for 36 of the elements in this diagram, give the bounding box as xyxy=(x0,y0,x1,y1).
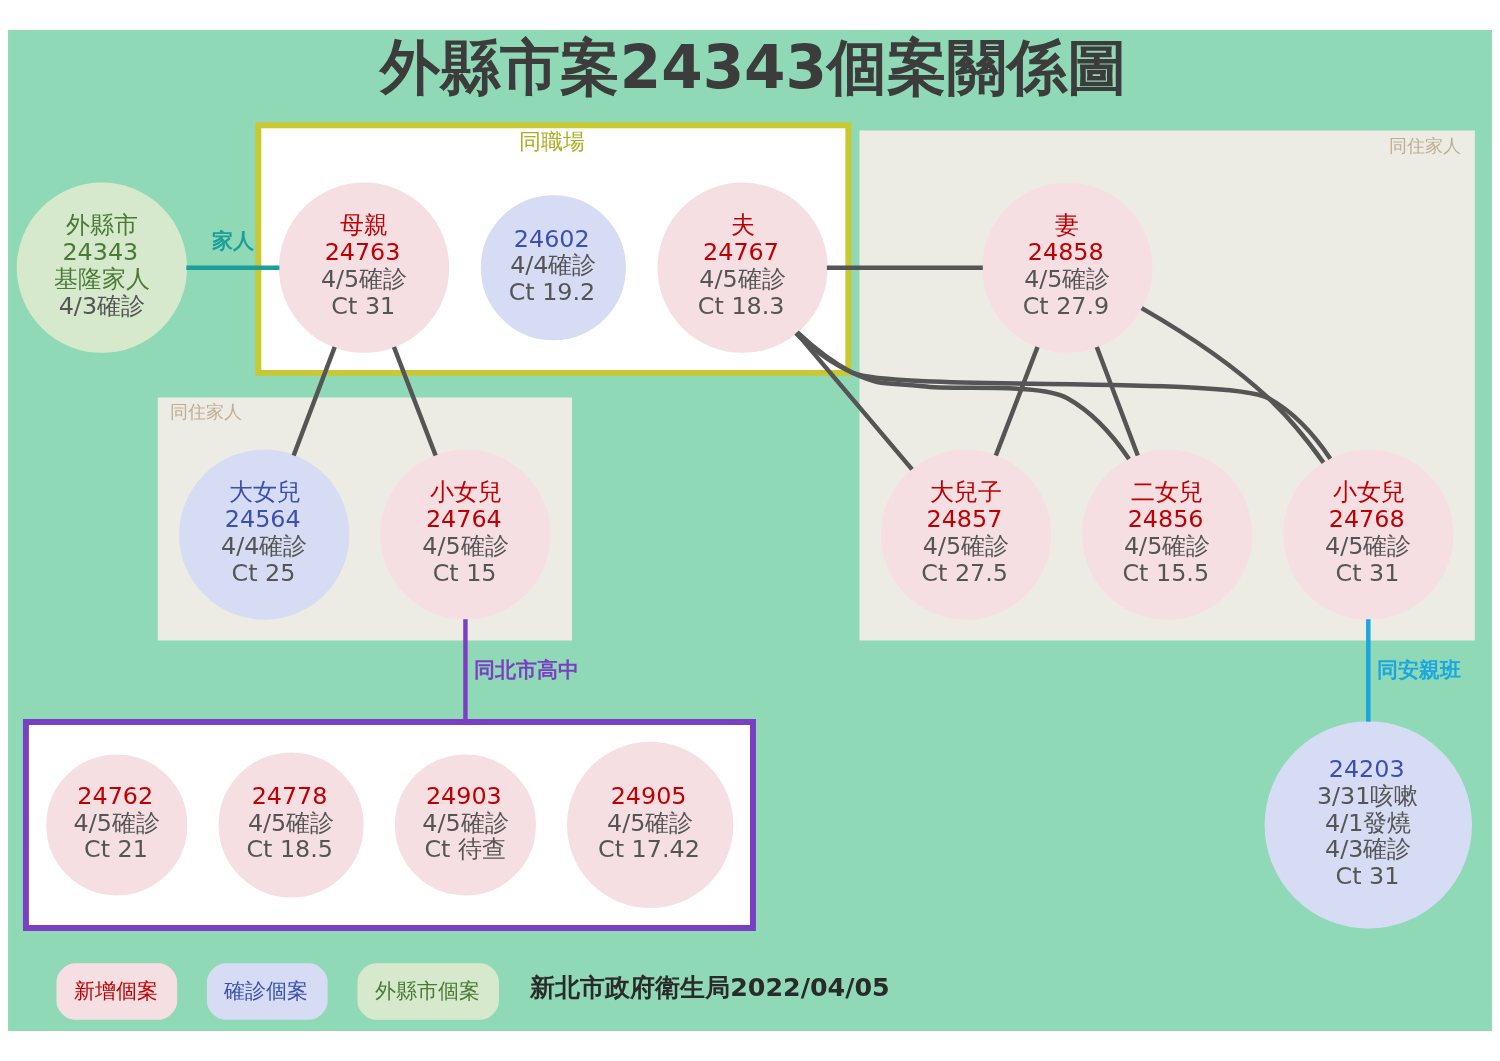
edge-label: 同北市高中 xyxy=(474,657,580,682)
connector xyxy=(1366,619,1371,722)
cluster xyxy=(22,718,756,931)
node-circle: 妻 24858 4/5確診 Ct 27.9 xyxy=(982,182,1153,353)
node-circle: 二女兒 24856 4/5確診 Ct 15.5 xyxy=(1082,449,1253,620)
node-circle: 24903 4/5確診 Ct 待查 xyxy=(394,754,536,896)
connector xyxy=(826,265,983,270)
node-circle: 母親 24763 4/5確診 Ct 31 xyxy=(279,182,450,353)
connector xyxy=(993,346,1040,457)
node-circle: 大兒子 24857 4/5確診 Ct 27.5 xyxy=(880,449,1052,620)
node-circle: 24602 4/4確診 Ct 19.2 xyxy=(480,195,626,341)
connector xyxy=(463,619,468,722)
node-circle: 24778 4/5確診 Ct 18.5 xyxy=(218,752,364,898)
connector xyxy=(795,330,1131,461)
node-circle: 24762 4/5確診 Ct 21 xyxy=(46,754,188,896)
node-circle: 夫 24767 4/5確診 Ct 18.3 xyxy=(657,182,828,353)
legend-label: 新增個案 xyxy=(73,978,158,1003)
edge-label: 家人 xyxy=(212,228,255,253)
connector xyxy=(794,331,914,471)
connector xyxy=(291,346,337,457)
label: 新北市政府衛生局2022/04/05 xyxy=(530,972,890,1003)
diagram-title: 外縣市案24343個案關係圖 xyxy=(379,33,1128,103)
node-circle: 外縣市 24343 基隆家人 4/3確診 xyxy=(16,182,188,353)
legend-label: 確診個案 xyxy=(224,978,309,1003)
connector xyxy=(1140,306,1326,464)
legend-label: 外縣市個案 xyxy=(374,978,480,1003)
node-circle: 大女兒 24564 4/4確診 Ct 25 xyxy=(179,449,350,620)
connector xyxy=(391,346,438,457)
node-circle: 24203 3/31咳嗽 4/1發燒 4/3確診 Ct 31 xyxy=(1264,721,1472,929)
connector xyxy=(794,331,1333,460)
node-circle: 24905 4/5確診 Ct 17.42 xyxy=(567,741,734,909)
node-circle: 小女兒 24768 4/5確診 Ct 31 xyxy=(1283,449,1454,620)
connector xyxy=(1094,346,1140,457)
connector xyxy=(186,265,280,270)
edge-label: 同安親班 xyxy=(1377,657,1462,682)
node-circle: 小女兒 24764 4/5確診 Ct 15 xyxy=(380,449,551,620)
